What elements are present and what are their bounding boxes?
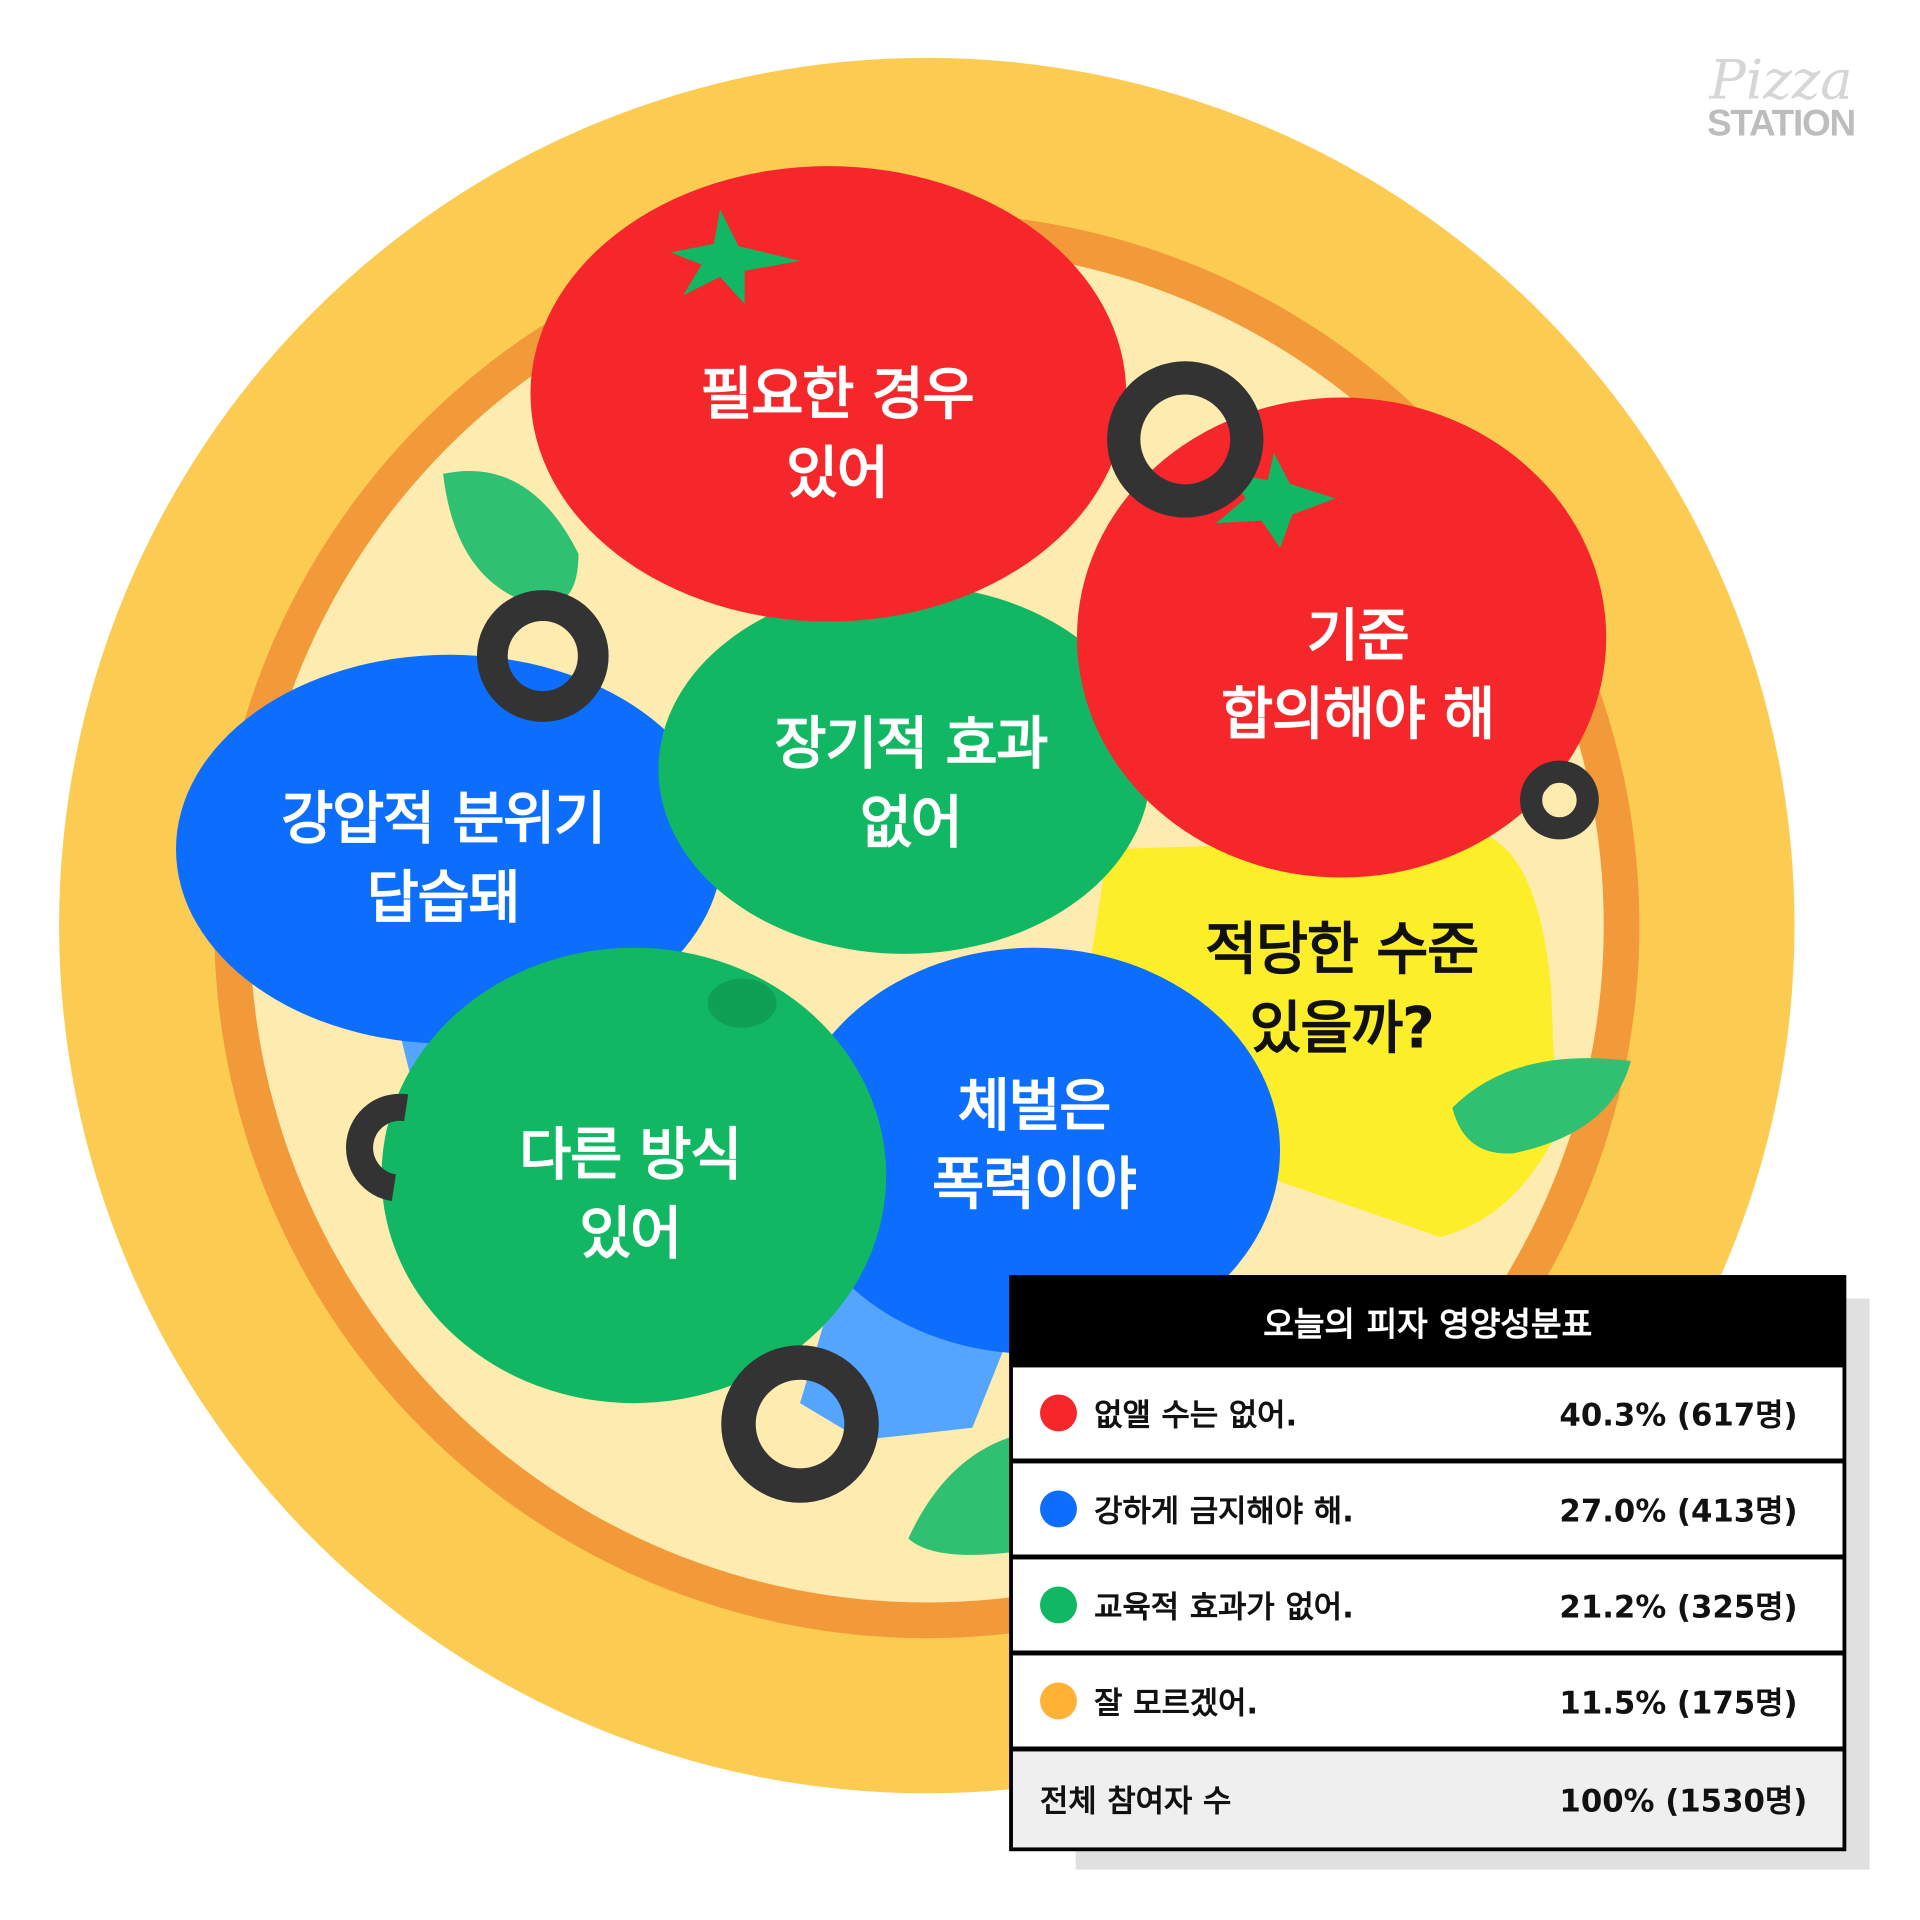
- blue-topping-left: [176, 654, 723, 1044]
- blue-topping-bottom: [787, 947, 1281, 1354]
- row-label: 강하게 금지해야 해.: [1094, 1492, 1354, 1529]
- green-topping-center: [658, 584, 1151, 954]
- label-line: 없어: [859, 788, 963, 856]
- label-line: 필요한 경우: [700, 360, 975, 428]
- label-line: 다른 방식: [519, 1121, 742, 1188]
- legend-dot: [1040, 1586, 1077, 1624]
- legend-dot: [1040, 1490, 1077, 1528]
- star-icon: [670, 209, 801, 305]
- label-line: 강압적 분위기: [281, 785, 606, 852]
- olive-icon: [1520, 760, 1599, 840]
- table-row: 교육적 효과가 없어. 21.2% (325명): [1012, 1559, 1843, 1651]
- label-line: 있어: [786, 439, 889, 506]
- table-row: 없앨 수는 없어. 40.3% (617명): [1012, 1367, 1843, 1459]
- row-value: 21.2% (325명): [1559, 1588, 1798, 1625]
- topping-spot: [707, 978, 777, 1028]
- label-line: 체벌은: [957, 1072, 1112, 1139]
- basil-leaf-icon: [1452, 1058, 1631, 1154]
- label-line: 있을까?: [1249, 994, 1434, 1061]
- pizza-station-logo: Pizza STATION: [1689, 49, 1874, 145]
- olive-icon: [721, 1345, 879, 1503]
- label-line: 기준: [1306, 601, 1410, 669]
- nutrition-table: 오늘의 피자 영양성분표 없앨 수는 없어. 40.3% (617명) 강하게 금…: [1009, 1275, 1847, 1852]
- row-label: 없앨 수는 없어.: [1094, 1396, 1298, 1433]
- basil-leaf-icon: [908, 1433, 1022, 1555]
- label-line: 답습돼: [366, 864, 521, 931]
- olive-icon: [346, 1093, 409, 1202]
- label-line: 합의해야 해: [1221, 680, 1495, 748]
- table-title: 오늘의 피자 영양성분표: [1263, 1305, 1593, 1344]
- legend-dot: [1040, 1682, 1077, 1720]
- label-line: 장기적 효과: [774, 710, 1048, 777]
- table-total-row: 전체 참여자 수 100% (1530명): [1012, 1751, 1843, 1848]
- row-label: 교육적 효과가 없어.: [1094, 1588, 1354, 1625]
- green-topping-bottom: [381, 947, 887, 1404]
- red-topping-right: [1076, 397, 1607, 878]
- table-row: 강하게 금지해야 해. 27.0% (413명): [1012, 1463, 1843, 1555]
- label-line: 적당한 수준: [1205, 915, 1479, 983]
- row-value: 40.3% (617명): [1559, 1396, 1798, 1433]
- row-value: 11.5% (175명): [1559, 1684, 1798, 1721]
- label-line: 폭력이야: [932, 1150, 1137, 1218]
- logo-word: STATION: [1706, 103, 1856, 145]
- total-label: 전체 참여자 수: [1040, 1783, 1232, 1820]
- logo-script: Pizza: [1709, 49, 1853, 113]
- legend-dot: [1040, 1394, 1077, 1432]
- yellow-pepper-piece: [1083, 836, 1557, 1237]
- olive-icon: [476, 590, 609, 722]
- total-value: 100% (1530명): [1559, 1783, 1808, 1820]
- basil-leaf-icon: [443, 470, 579, 606]
- label-line: 있어: [579, 1200, 682, 1267]
- olive-icon: [1107, 361, 1264, 518]
- table-row: 잘 모르겠어. 11.5% (175명): [1012, 1655, 1843, 1747]
- red-topping-top: [530, 166, 1127, 622]
- row-label: 잘 모르겠어.: [1094, 1684, 1259, 1721]
- row-value: 27.0% (413명): [1559, 1492, 1798, 1529]
